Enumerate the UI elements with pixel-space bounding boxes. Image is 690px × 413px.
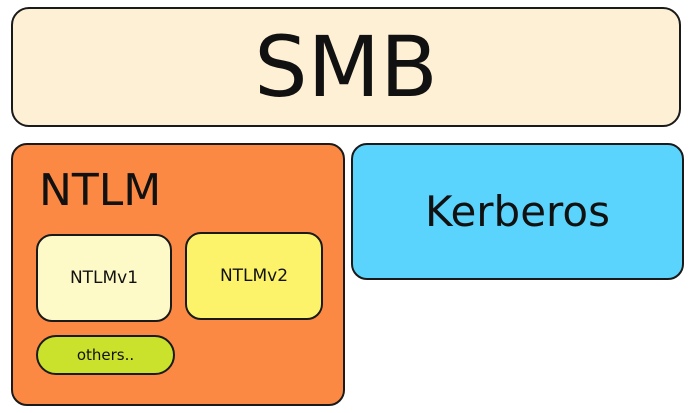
ntlm-label: NTLM — [39, 165, 162, 216]
kerberos-box: Kerberos — [351, 143, 684, 280]
smb-box: SMB — [11, 7, 681, 127]
ntlmv1-label: NTLMv1 — [69, 268, 139, 288]
kerberos-label: Kerberos — [425, 187, 610, 236]
others-box: others.. — [36, 335, 175, 375]
smb-label: SMB — [254, 18, 438, 116]
ntlmv2-label: NTLMv2 — [219, 266, 289, 286]
others-label: others.. — [76, 346, 135, 364]
ntlmv1-box: NTLMv1 — [36, 234, 172, 322]
ntlmv2-box: NTLMv2 — [185, 232, 323, 320]
